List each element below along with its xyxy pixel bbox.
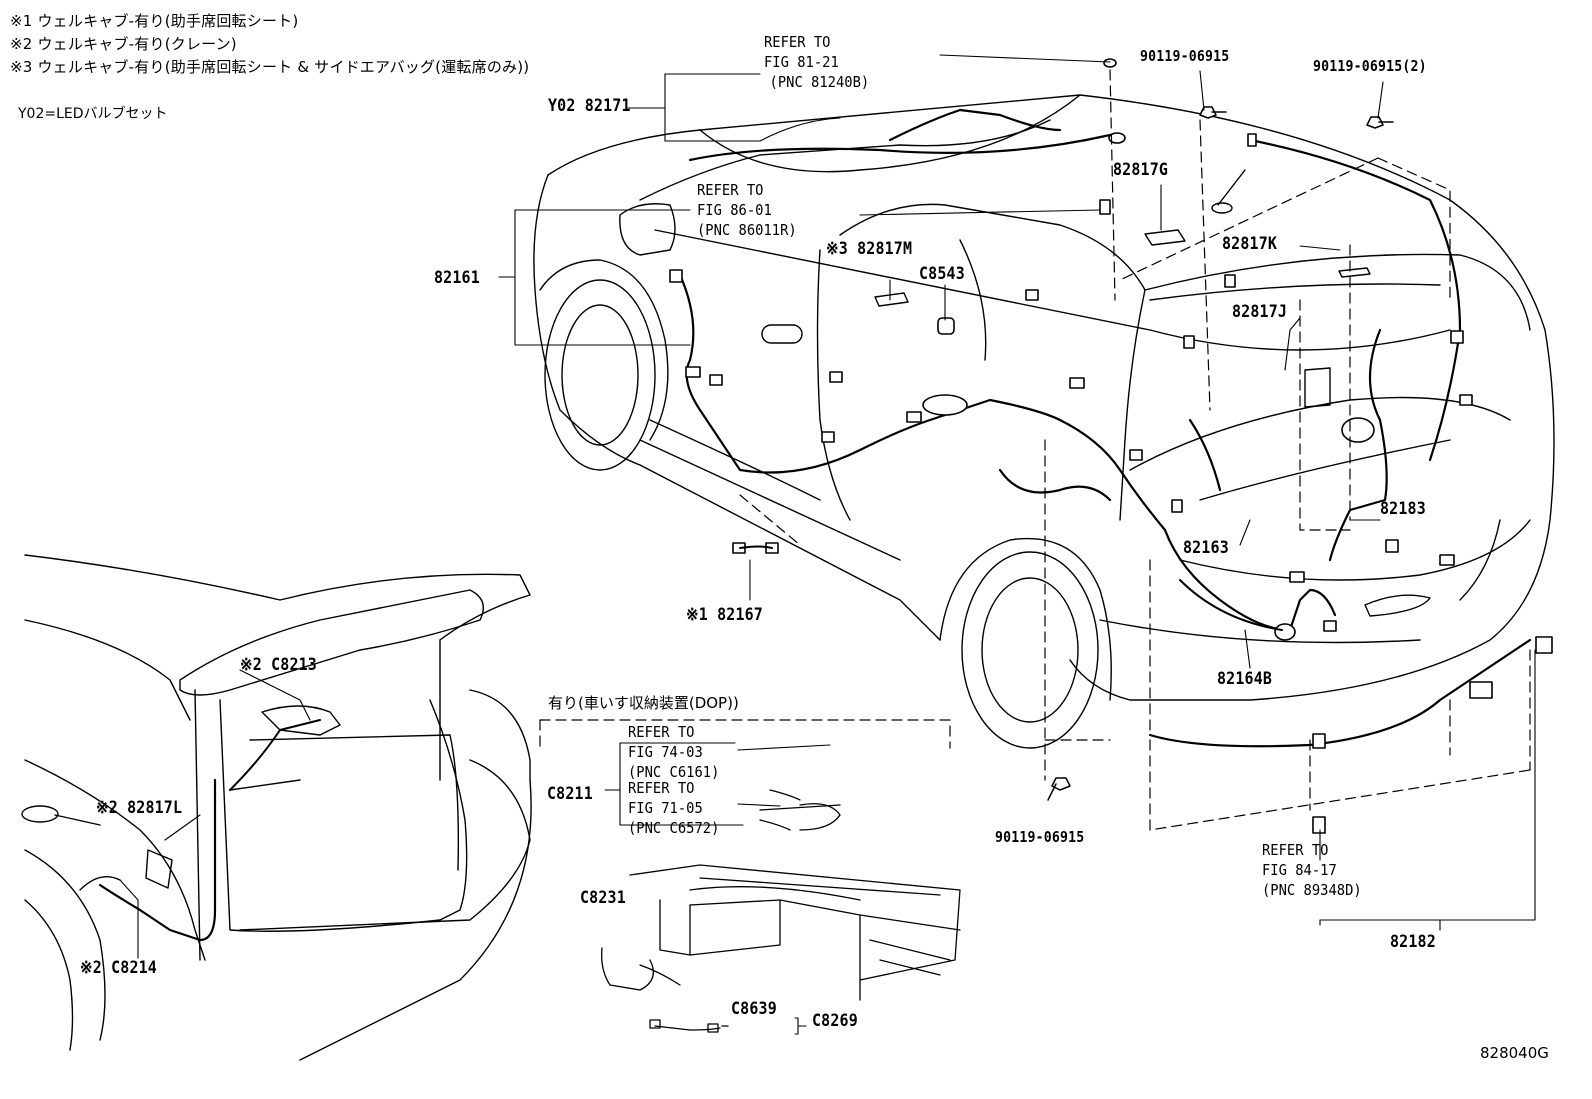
reference-fig-81-21: REFER TO FIG 81-21 (PNC 81240B) [764,32,869,92]
ref-line: REFER TO [628,723,695,741]
leader-lines [119,54,1536,1035]
pads [874,229,1371,408]
ref-line: FIG 86-01 [697,201,772,219]
note-1: ※1 ウェルキャブ-有り(助手席回転シート) [10,12,299,30]
reference-fig-74-03: REFER TO FIG 74-03 (PNC C6161) [628,722,719,782]
ref-line: FIG 81-21 [764,53,839,71]
ref-line: REFER TO [697,181,764,199]
hatch-wire-upper [229,719,321,791]
part-label-82163: 82163 [1183,538,1229,558]
part-label-C8231: C8231 [580,888,626,908]
part-label-82817G: 82817G [1113,160,1169,180]
dashed-lines [539,69,1531,831]
ref-line: REFER TO [764,33,831,51]
part-label-C8543: C8543 [919,264,965,284]
ref-line: (PNC 89348D) [1262,881,1362,899]
part-label-82817J: 82817J [1232,302,1288,322]
hatch-wire [98,778,217,942]
part-label-82161: 82161 [434,268,480,288]
ref-line: REFER TO [1262,841,1329,859]
part-label-82182: 82182 [1390,932,1436,952]
reference-fig-71-05: REFER TO FIG 71-05 (PNC C6572) [628,778,719,838]
part-label-90119-c: 90119-06915 [995,828,1085,846]
notes-block: ※1 ウェルキャブ-有り(助手席回転シート) ※2 ウェルキャブ-有り(クレーン… [10,10,529,79]
note-3: ※3 ウェルキャブ-有り(助手席回転シート & サイドエアバッグ(運転席のみ)) [10,58,530,76]
part-label-90119-b: 90119-06915(2) [1313,57,1427,75]
part-label-90119-a: 90119-06915 [1140,47,1230,65]
part-label-82817L: ※2 82817L [96,798,183,818]
part-label-C8213: ※2 C8213 [240,655,317,675]
part-label-C8269: C8269 [812,1011,858,1031]
wire-82164B [1179,579,1283,631]
car-body-outline [533,94,1555,749]
part-label-C8214: ※2 C8214 [80,958,157,978]
ref-line: (PNC 86011R) [697,221,797,239]
ref-line: (PNC C6161) [628,763,720,781]
ref-line: (PNC 81240B) [769,73,870,91]
part-label-82164B: 82164B [1217,669,1273,689]
wheelchair-device [601,789,961,1033]
ref-line: FIG 84-17 [1262,861,1337,879]
wire-82167 [739,545,773,549]
ref-line: REFER TO [628,779,695,797]
reference-fig-86-01: REFER TO FIG 86-01 (PNC 86011R) [697,180,797,240]
part-label-82817M: ※3 82817M [826,239,913,259]
reference-fig-84-17: REFER TO FIG 84-17 (PNC 89348D) [1262,840,1362,900]
part-label-82171: Y02 82171 [548,96,631,116]
part-label-82183: 82183 [1380,499,1426,519]
ref-line: FIG 74-03 [628,743,703,761]
ref-line: FIG 71-05 [628,799,703,817]
wire-harness [678,108,1532,748]
figure-number: 828040G [1480,1044,1549,1062]
part-label-82817K: 82817K [1222,234,1278,254]
y02-note: Y02=LEDバルブセット [18,106,168,122]
bolts [1047,106,1394,801]
note-2: ※2 ウェルキャブ-有り(クレーン) [10,35,237,53]
connectors [669,58,1553,834]
hatch-inset [21,554,532,1061]
part-label-C8211: C8211 [547,784,593,804]
part-label-C8639: C8639 [731,999,777,1019]
ref-line: (PNC C6572) [628,819,720,837]
part-label-82167: ※1 82167 [686,605,763,625]
option-title: 有り(車いす収納装置(DOP)) [548,694,739,712]
